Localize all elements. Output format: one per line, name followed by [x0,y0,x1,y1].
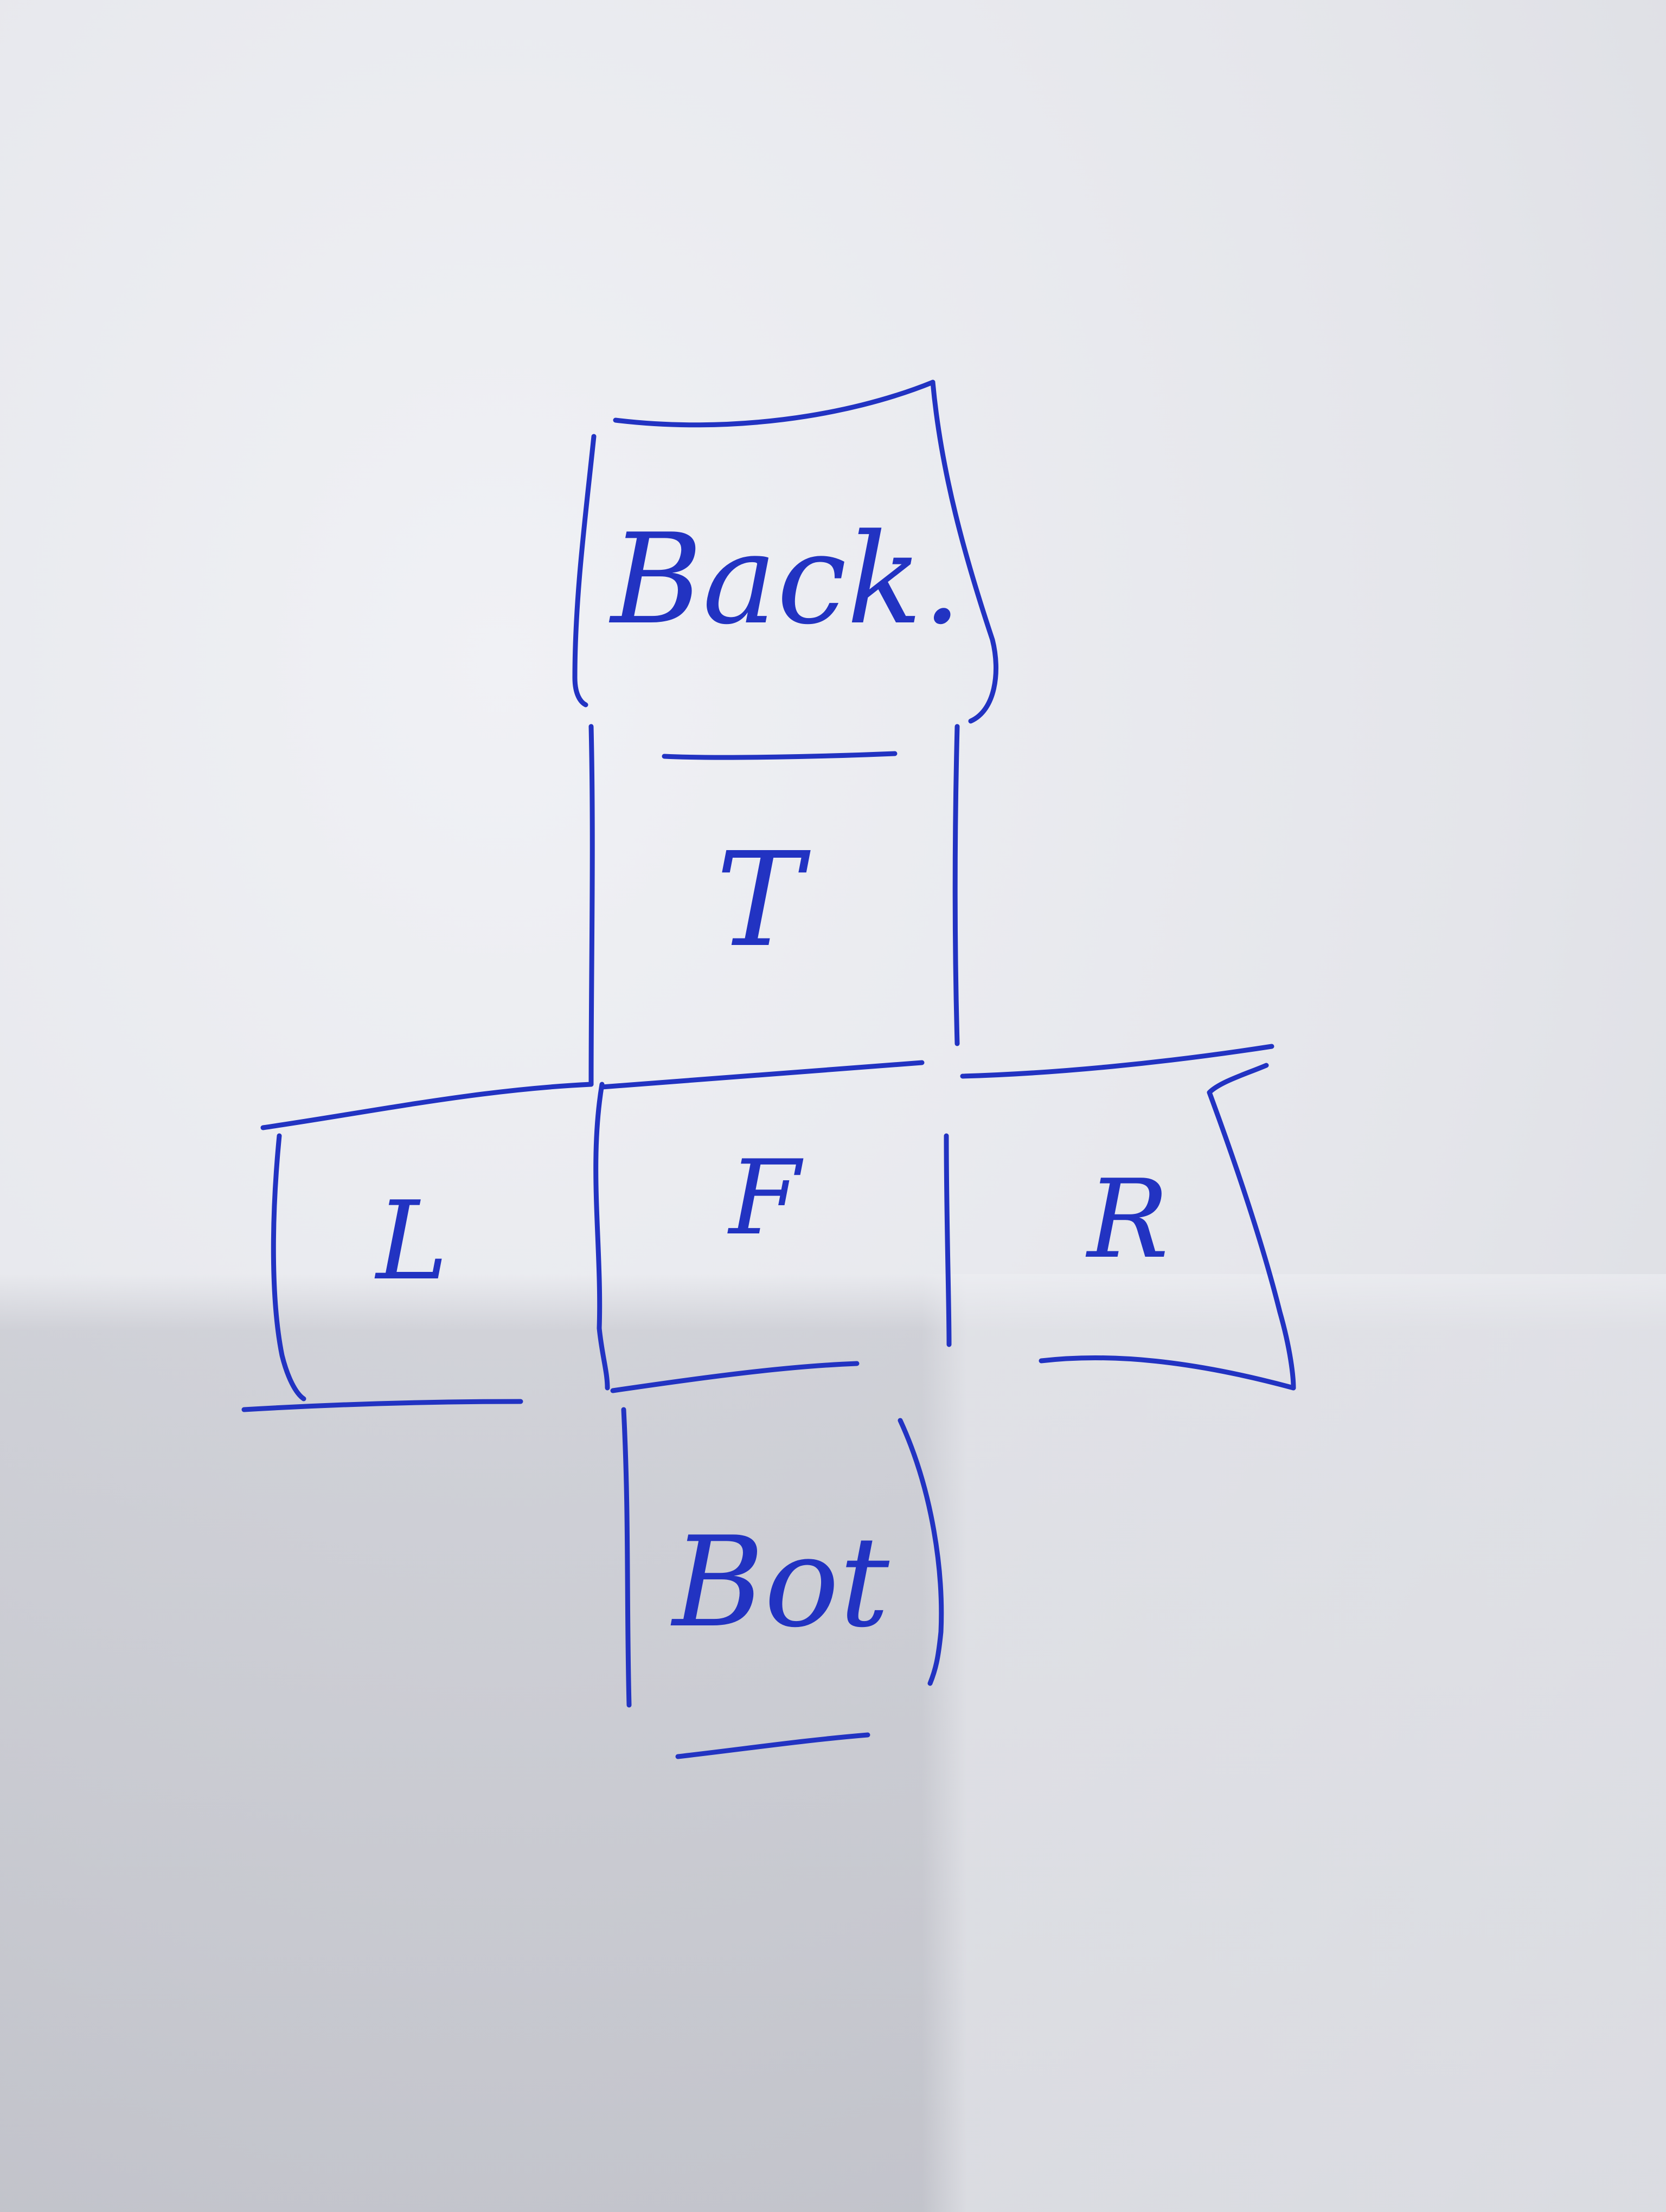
face-label-left: L [376,1178,448,1304]
face-label-back: Back. [611,507,962,652]
face-bottom-outline [621,1407,944,1759]
face-back-outline [572,380,998,724]
face-label-top: T [715,824,803,976]
face-label-right: R [1087,1156,1169,1283]
face-right-outline [960,1044,1296,1391]
light-patch [922,1274,1666,2212]
face-front-outline [593,1060,952,1393]
face-left-outline [241,1082,594,1412]
face-top-outline [588,724,960,1087]
face-label-bottom: Bot [672,1510,889,1655]
face-label-front: F [729,1138,800,1258]
